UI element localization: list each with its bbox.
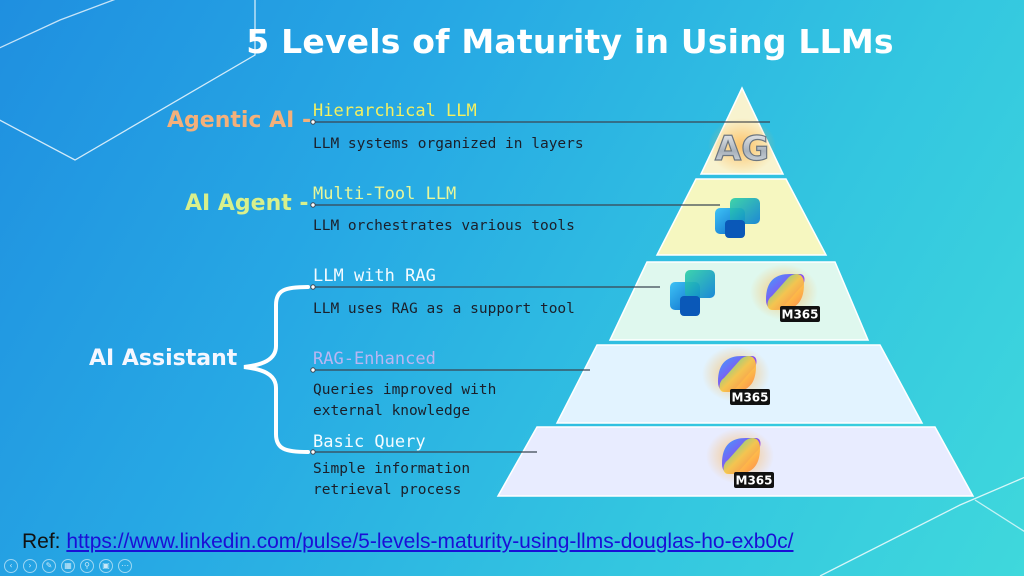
level-desc-line: external knowledge (313, 403, 471, 419)
m365-copilot-icon: M365 (750, 264, 820, 322)
copilot-studio-icon (715, 198, 760, 238)
m365-copilot-icon: M365 (702, 346, 770, 405)
level-name-rag-enhanced: RAG-Enhanced (313, 349, 436, 369)
level-desc-line: Simple information (313, 461, 471, 477)
reference-link[interactable]: https://www.linkedin.com/pulse/5-levels-… (66, 530, 794, 553)
assistant-bracket (243, 285, 310, 454)
previous-slide-icon[interactable]: ‹ (4, 559, 18, 573)
category-ai-assistant: AI Assistant (89, 346, 238, 371)
subtitles-icon[interactable]: ▣ (99, 559, 113, 573)
m365-badge: M365 (782, 308, 819, 322)
m365-badge: M365 (732, 391, 769, 405)
zoom-icon[interactable]: ⚲ (80, 559, 94, 573)
category-agentic-ai: Agentic AI - (167, 108, 312, 133)
level-name-multi-tool-llm: Multi-Tool LLM (313, 184, 457, 204)
next-slide-icon[interactable]: › (23, 559, 37, 573)
pen-icon[interactable]: ✎ (42, 559, 56, 573)
level-name-llm-with-rag: LLM with RAG (313, 266, 436, 286)
level-desc-multi-tool-llm: LLM orchestrates various tools (313, 218, 575, 234)
more-options-icon[interactable]: ⋯ (118, 559, 132, 573)
copilot-studio-icon (670, 270, 715, 316)
level-desc-llm-with-rag: LLM uses RAG as a support tool (313, 301, 575, 317)
reference-label: Ref: (22, 530, 67, 553)
level-desc-rag-enhanced: Queries improved with external knowledge (313, 380, 496, 422)
slides-grid-icon[interactable]: ▦ (61, 559, 75, 573)
level-name-basic-query: Basic Query (313, 432, 426, 452)
level-desc-line: Queries improved with (313, 382, 497, 398)
connector-lines (313, 121, 770, 453)
ag-logo-text: AG (715, 129, 769, 169)
level-name-hierarchical-llm: Hierarchical LLM (313, 101, 477, 121)
level-desc-basic-query: Simple information retrieval process (313, 459, 470, 501)
presentation-toolbar: ‹ › ✎ ▦ ⚲ ▣ ⋯ (4, 559, 132, 573)
slide-title: 5 Levels of Maturity in Using LLMs (246, 22, 894, 61)
ag-logo-icon: AG (708, 118, 776, 174)
level-desc-hierarchical-llm: LLM systems organized in layers (313, 136, 584, 152)
pyramid-tier-3 (608, 261, 870, 341)
category-ai-agent: AI Agent - (185, 191, 309, 216)
m365-copilot-icon: M365 (706, 428, 774, 488)
reference-line: Ref: https://www.linkedin.com/pulse/5-le… (22, 530, 793, 554)
m365-badge: M365 (736, 474, 773, 488)
level-desc-line: retrieval process (313, 482, 462, 498)
